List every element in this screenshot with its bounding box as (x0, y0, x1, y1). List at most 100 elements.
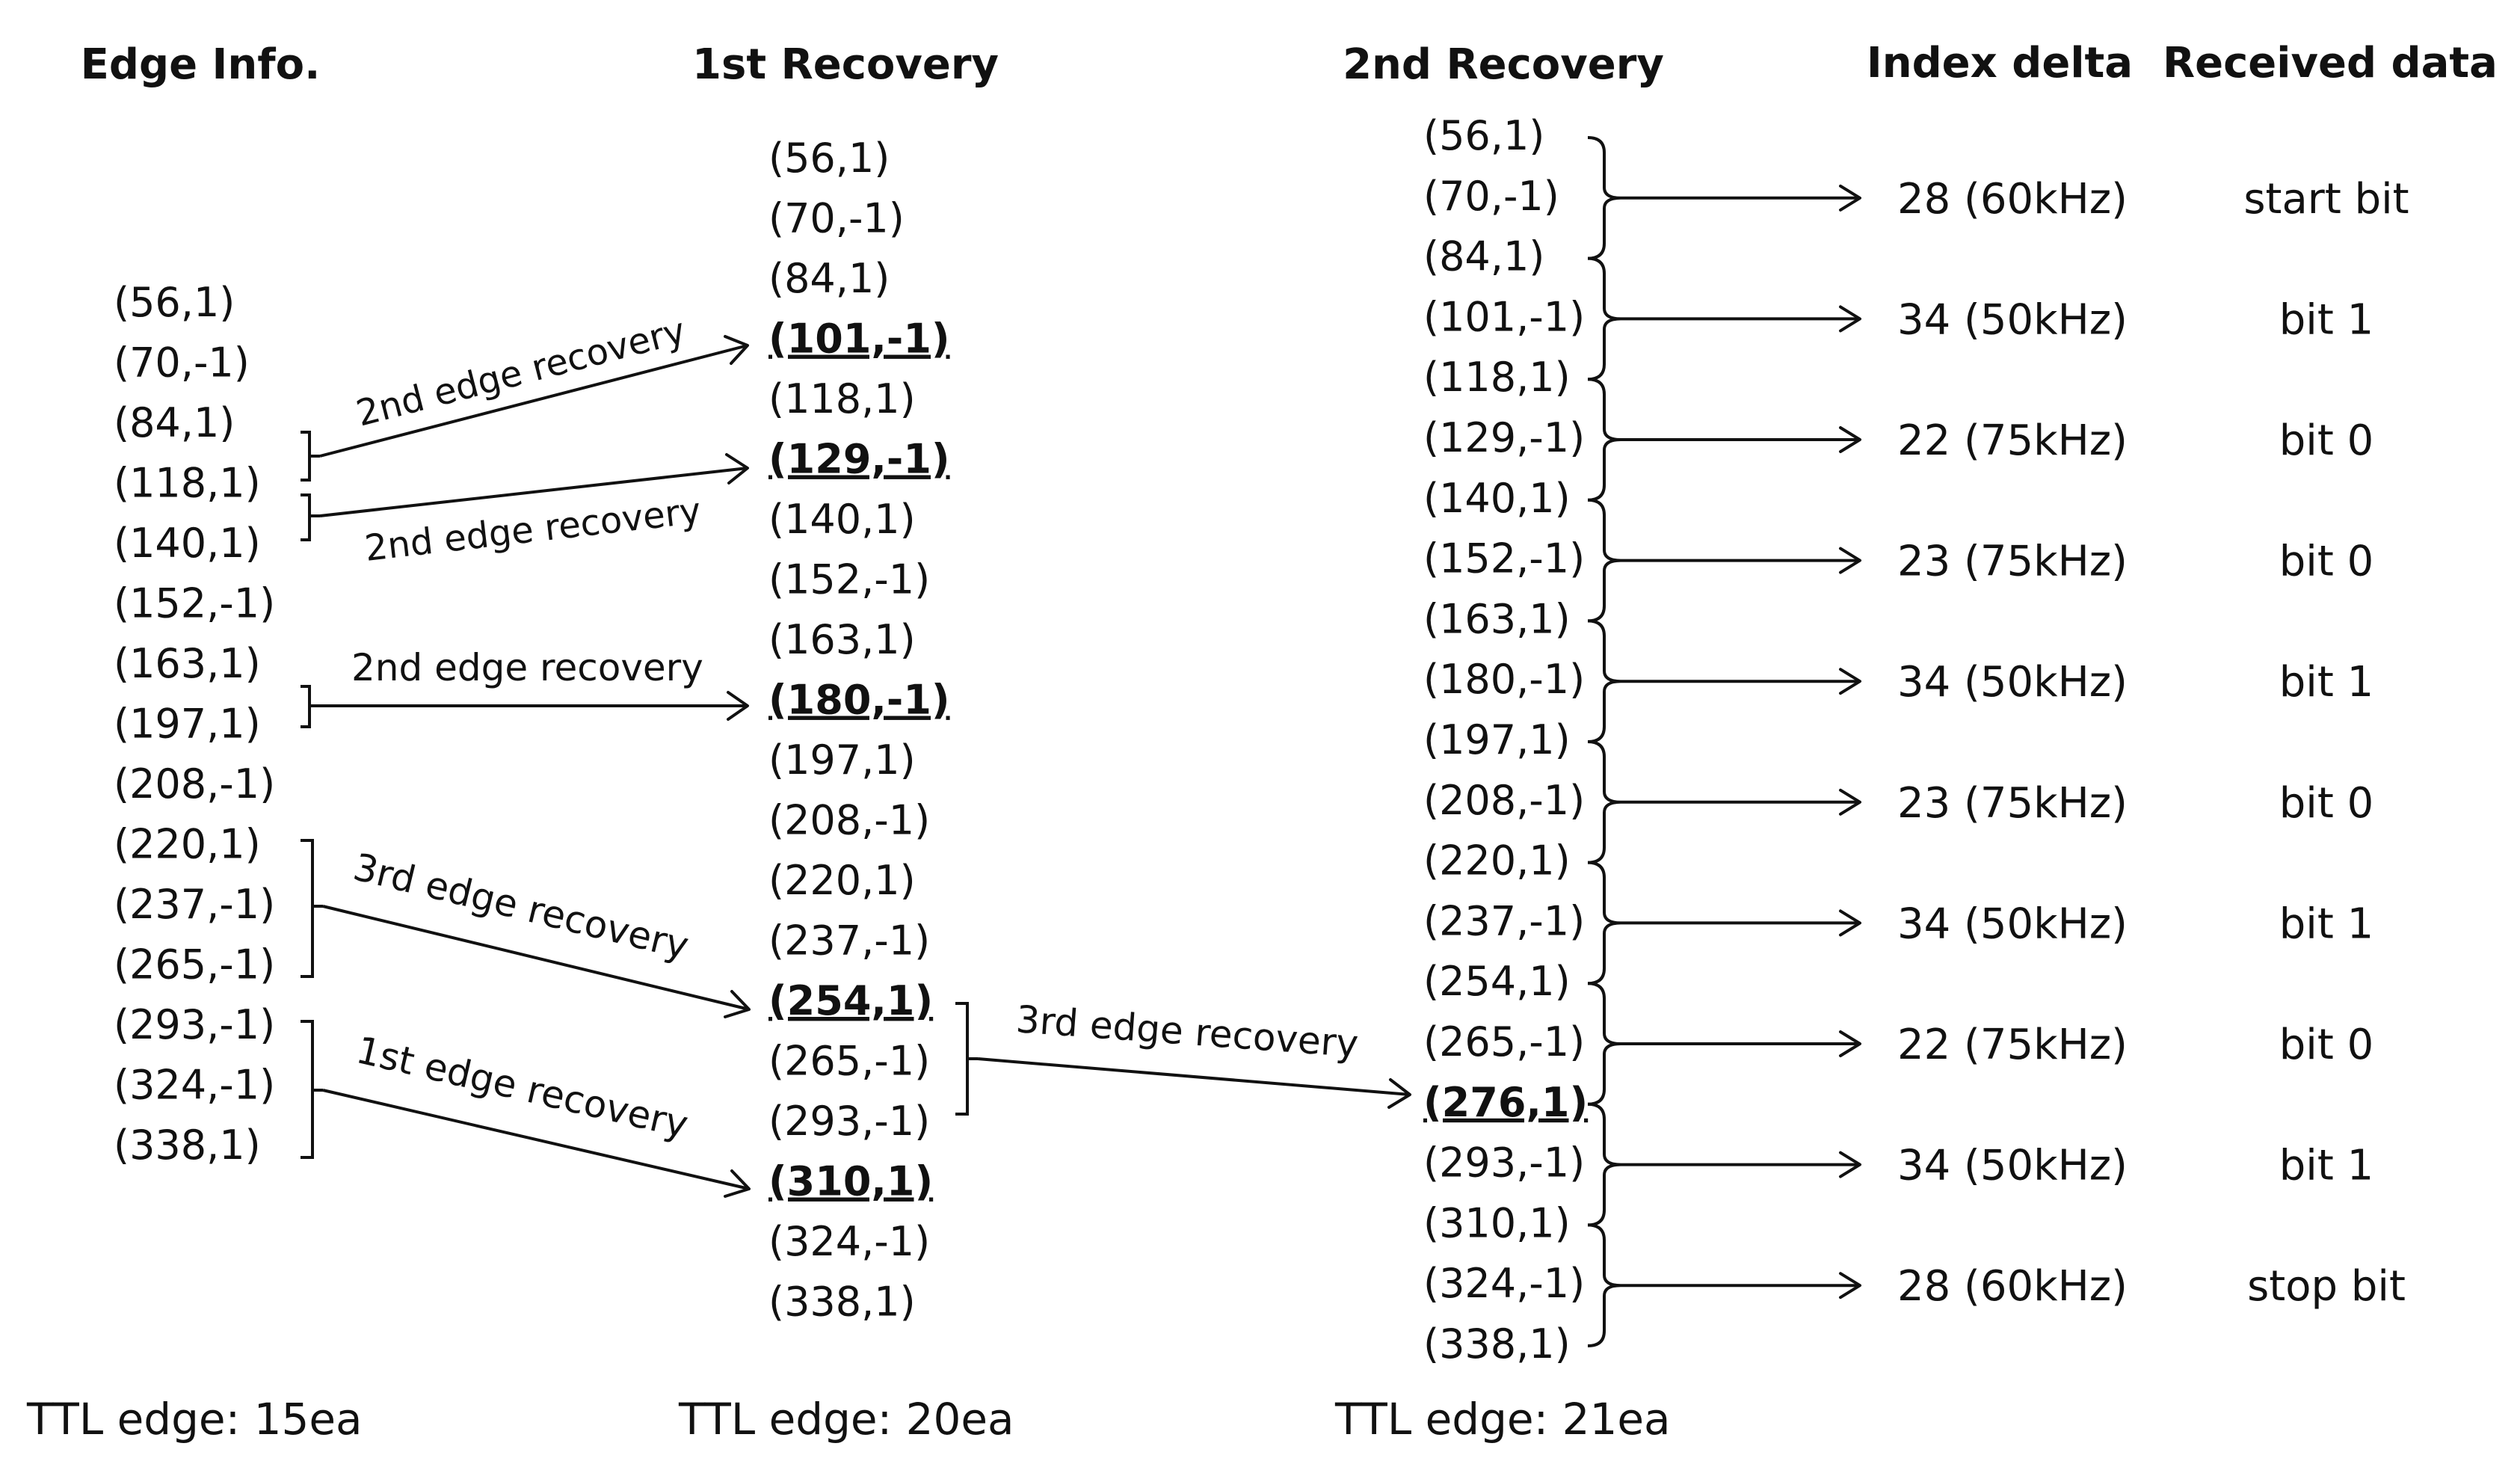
pair-brace (1587, 136, 1621, 260)
pair-brace (1587, 982, 1621, 1106)
edge-info-item: (208,-1) (114, 760, 275, 808)
edge-info-item: (220,1) (114, 821, 261, 868)
first-recovery-item: (118,1) (768, 375, 916, 422)
pair-arrowhead (1839, 909, 1861, 937)
second-recovery-item: (293,-1) (1423, 1139, 1585, 1187)
pair-arrowhead (1839, 184, 1861, 212)
brace-254-293 (955, 1002, 978, 1116)
arrow-to-276 (977, 1057, 1411, 1109)
received-data-value: bit 0 (2279, 538, 2374, 586)
second-recovery-item: (70,-1) (1423, 173, 1559, 220)
second-recovery-item: (152,-1) (1423, 535, 1585, 582)
edge-info-item: (237,-1) (114, 881, 275, 928)
received-data-value: bit 1 (2279, 899, 2374, 948)
edge-info-column: (56,1)(70,-1)(84,1)(118,1)(140,1)(152,-1… (114, 279, 275, 1169)
edge-info-item: (118,1) (114, 460, 261, 507)
first-recovery-item: (56,1) (768, 135, 890, 182)
edge-info-item: (163,1) (114, 640, 261, 687)
index-delta-value: 23 (75kHz) (1897, 779, 2128, 828)
second-recovery-item: (338,1) (1423, 1320, 1571, 1368)
pair-arrowhead (1839, 668, 1861, 695)
pair-brace (1587, 378, 1621, 502)
second-recovery-item: (324,-1) (1423, 1260, 1585, 1307)
received-data-column: start bit bit 1 bit 0 bit 0 bit 1 bit 0 bit 1 b… (2243, 175, 2409, 1311)
label-3rd-edge-recovery-a: 3rd edge recovery (349, 845, 693, 968)
second-recovery-item: (101,-1) (1423, 293, 1585, 340)
first-recovery-item: (70,-1) (768, 195, 905, 242)
first-recovery-item: (152,-1) (768, 556, 930, 603)
received-data-value: bit 0 (2279, 1021, 2374, 1069)
pair-brace (1587, 1102, 1621, 1227)
received-data-value: bit 0 (2279, 779, 2374, 828)
pair-arrowhead (1839, 1272, 1861, 1300)
recovered-edge-item: (101,-1) (768, 316, 950, 363)
received-data-value: stop bit (2247, 1262, 2406, 1311)
edge-info-item: (70,-1) (114, 339, 250, 387)
second-recovery-column: (56,1)(70,-1)(84,1)(101,-1)(118,1)(129,-… (1423, 112, 1588, 1368)
second-recovery-item: (265,-1) (1423, 1018, 1585, 1065)
label-2nd-edge-recovery-c: 2nd edge recovery (351, 646, 703, 689)
pair-arrowhead (1839, 1030, 1861, 1057)
label-1st-edge-recovery: 1st edge recovery (352, 1028, 691, 1146)
brace-163-197 (301, 685, 320, 728)
edge-info-item: (152,-1) (114, 580, 275, 627)
total-edge-info: TTL edge: 15ea (26, 1394, 363, 1445)
recovered-edge-item: (180,-1) (768, 677, 950, 724)
total-second-recovery: TTL edge: 21ea (1334, 1394, 1671, 1445)
arrow-to-310 (322, 1089, 751, 1198)
pair-brace (1587, 740, 1621, 864)
index-delta-value: 23 (75kHz) (1897, 538, 2128, 586)
pair-brace (1587, 256, 1621, 381)
header-second-recovery: 2nd Recovery (1343, 40, 1664, 89)
first-recovery-item: (163,1) (768, 616, 916, 663)
first-recovery-item: (338,1) (768, 1279, 916, 1326)
header-edge-info: Edge Info. (81, 40, 321, 89)
second-recovery-item: (254,1) (1423, 958, 1571, 1005)
first-recovery-item: (293,-1) (768, 1098, 930, 1145)
first-recovery-item: (140,1) (768, 496, 916, 543)
received-data-value: start bit (2243, 175, 2409, 224)
second-recovery-item: (118,1) (1423, 354, 1571, 401)
first-recovery-item: (197,1) (768, 736, 916, 784)
edge-info-item: (324,-1) (114, 1062, 275, 1109)
label-2nd-edge-recovery-b: 2nd edge recovery (363, 490, 703, 570)
first-recovery-item: (220,1) (768, 857, 916, 904)
pair-arrowhead (1839, 305, 1861, 333)
recovered-edge-item: (254,1) (768, 977, 933, 1024)
arrow-to-129 (319, 453, 749, 517)
first-recovery-item: (265,-1) (768, 1038, 930, 1085)
second-recovery-item: (180,-1) (1423, 656, 1585, 703)
edge-info-item: (265,-1) (114, 941, 275, 988)
label-3rd-edge-recovery-b: 3rd edge recovery (1014, 997, 1360, 1065)
pair-brace (1587, 1223, 1621, 1347)
pair-brace (1587, 861, 1621, 985)
edge-info-item: (197,1) (114, 701, 261, 748)
received-data-value: bit 1 (2279, 295, 2374, 344)
first-recovery-item: (84,1) (768, 255, 890, 302)
index-delta-value: 28 (60kHz) (1897, 1262, 2128, 1311)
received-data-value: bit 1 (2279, 658, 2374, 707)
brace-220-265 (301, 839, 323, 978)
header-index-delta: Index delta (1867, 39, 2133, 87)
pair-arrowhead (1839, 426, 1861, 453)
second-recovery-item: (56,1) (1423, 112, 1544, 159)
pair-brace (1587, 498, 1621, 623)
edge-info-item: (56,1) (114, 279, 235, 326)
recovered-edge-item: (310,1) (768, 1158, 933, 1205)
first-recovery-item: (237,-1) (768, 917, 930, 965)
second-recovery-item: (140,1) (1423, 475, 1571, 522)
index-delta-value: 34 (50kHz) (1897, 899, 2128, 948)
index-delta-value: 34 (50kHz) (1897, 295, 2128, 344)
second-recovery-item: (237,-1) (1423, 897, 1585, 944)
index-delta-value: 28 (60kHz) (1897, 175, 2128, 224)
pair-arrowhead (1839, 547, 1861, 574)
index-delta-column: 28 (60kHz)34 (50kHz)22 (75kHz)23 (75kHz)… (1897, 175, 2128, 1311)
second-recovery-item: (220,1) (1423, 837, 1571, 885)
pair-brace (1587, 619, 1621, 743)
arrow-to-254 (322, 905, 751, 1018)
total-first-recovery: TTL edge: 20ea (678, 1394, 1014, 1445)
arrow-to-101 (319, 335, 749, 458)
brace-118-140 (301, 493, 320, 541)
received-data-value: bit 1 (2279, 1142, 2374, 1190)
